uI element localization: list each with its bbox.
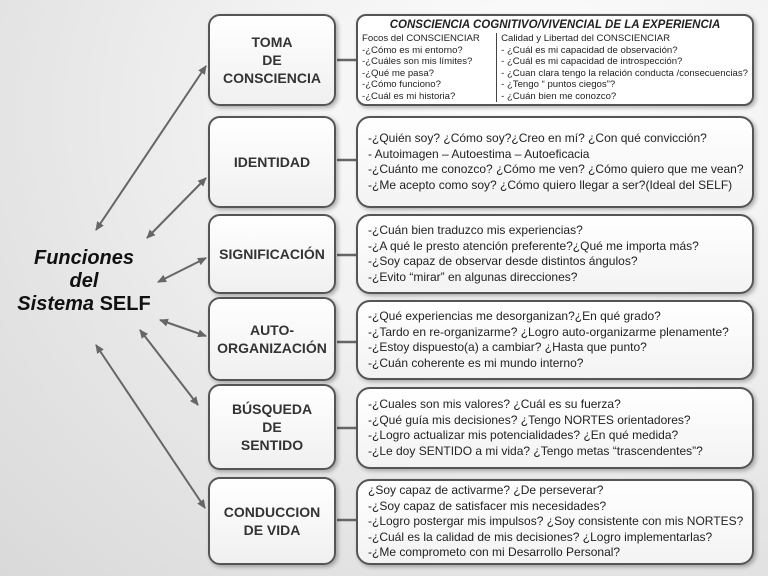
title-word-sistema: Sistema	[17, 293, 95, 315]
title-line-1: Funciones	[33, 247, 134, 269]
list-item: -¿Cómo es mi entorno?	[362, 44, 463, 56]
central-title: Funciones del Sistema SELF	[4, 247, 164, 316]
description-box-identidad: -¿Quién soy? ¿Cómo soy?¿Creo en mí? ¿Con…	[356, 116, 754, 208]
list-item: -¿Cómo funciono?	[362, 79, 441, 90]
arrow-auto-organizacion	[159, 318, 207, 338]
arrow-significacion	[157, 257, 207, 283]
description-box-busqueda-de-sentido: -¿Cuales son mis valores? ¿Cuál es su fu…	[356, 387, 754, 469]
list-item: - ¿Cuál es mi capacidad de introspección…	[501, 56, 683, 67]
description-box-conduccion-de-vida: ¿Soy capaz de activarme? ¿De perseverar?…	[356, 479, 754, 565]
question-line: -¿Me acepto como soy? ¿Cómo quiero llega…	[368, 177, 733, 192]
list-item: -¿Cuál es mi historia?	[362, 90, 456, 102]
question-line: -¿Cuán coherente es mi mundo interno?	[368, 355, 584, 370]
function-box-identidad: IDENTIDAD	[208, 116, 336, 208]
description-header: CONSCIENCIA COGNITIVO/VIVENCIAL DE LA EX…	[389, 19, 721, 31]
title-line-3: Sistema SELF	[4, 293, 164, 316]
question-line: -¿Le doy SENTIDO a mi vida? ¿Tengo metas…	[368, 443, 703, 458]
list-item: - ¿Cuál es mi capacidad de observación?	[501, 44, 678, 56]
question-line: -¿Soy capaz de observar desde distintos …	[368, 254, 638, 268]
function-label: BÚSQUEDA DE SENTIDO	[231, 401, 313, 453]
list-item: - ¿Tengo “ puntos ciegos”?	[501, 79, 616, 90]
question-line: -¿Cuán bien traduzco mis experiencias?	[368, 223, 583, 237]
arrow-busqueda-de-sentido	[139, 329, 199, 406]
description-box-significacion: -¿Cuán bien traduzco mis experiencias? -…	[356, 214, 754, 294]
question-line: -¿Me comprometo con mi Desarrollo Person…	[368, 545, 621, 560]
list-item: - ¿Cuán bien me conozco?	[501, 90, 617, 102]
list-item: -¿Cuáles son mis límites?	[362, 56, 473, 67]
question-line: - Autoimagen – Autoestima – Autoeficacia	[368, 146, 590, 161]
function-label: TOMA DE CONSCIENCIA	[222, 34, 321, 86]
function-box-toma-de-consciencia: TOMA DE CONSCIENCIA	[208, 14, 336, 106]
question-line: -¿Logro postergar mis impulsos? ¿Soy con…	[368, 514, 744, 529]
question-line: ¿Soy capaz de activarme? ¿De perseverar?	[368, 483, 604, 498]
function-box-significacion: SIGNIFICACIÓN	[208, 214, 336, 294]
column-title: Calidad y Libertad del CONSCIENCIAR	[501, 33, 671, 44]
question-line: -¿A qué le presto atención preferente?¿Q…	[368, 238, 699, 253]
question-line: -¿Cuánto me conozco? ¿Cómo me ven? ¿Cómo…	[368, 162, 744, 176]
question-line: -¿Quién soy? ¿Cómo soy?¿Creo en mí? ¿Con…	[368, 131, 707, 145]
question-line: -¿Qué experiencias me desorganizan?¿En q…	[368, 309, 661, 323]
calidad-column: Calidad y Libertad del CONSCIENCIAR - ¿C…	[497, 33, 748, 102]
function-label: SIGNIFICACIÓN	[219, 246, 325, 262]
description-box-toma-de-consciencia: CONSCIENCIA COGNITIVO/VIVENCIAL DE LA EX…	[356, 14, 754, 106]
function-label: CONDUCCION DE VIDA	[223, 504, 321, 538]
list-item: - ¿Cuan clara tengo la relación conducta…	[501, 67, 748, 79]
question-line: -¿Cuales son mis valores? ¿Cuál es su fu…	[368, 397, 621, 411]
arrow-conduccion-de-vida	[95, 344, 206, 509]
question-line: -¿Qué guía mis decisiones? ¿Tengo NORTES…	[368, 412, 691, 427]
description-columns: Focos del CONSCIENCIAR -¿Cómo es mi ento…	[362, 33, 748, 102]
column-title: Focos del CONSCIENCIAR	[362, 33, 480, 44]
question-line: -¿Cuál es la calidad de mis decisiones? …	[368, 529, 713, 544]
title-line-2: del	[69, 270, 99, 292]
question-line: -¿Logro actualizar mis potencialidades? …	[368, 428, 679, 442]
function-box-busqueda-de-sentido: BÚSQUEDA DE SENTIDO	[208, 384, 336, 470]
question-line: -¿Soy capaz de satisfacer mis necesidade…	[368, 498, 607, 513]
list-item: -¿Qué me pasa?	[362, 67, 434, 79]
function-box-conduccion-de-vida: CONDUCCION DE VIDA	[208, 477, 336, 565]
function-box-auto-organizacion: AUTO- ORGANIZACIÓN	[208, 297, 336, 381]
question-line: -¿Evito “mirar” en algunas direcciones?	[368, 269, 578, 284]
arrow-toma-de-consciencia	[95, 65, 207, 231]
function-label: IDENTIDAD	[233, 154, 311, 170]
arrow-identidad	[146, 177, 207, 239]
description-box-auto-organizacion: -¿Qué experiencias me desorganizan?¿En q…	[356, 300, 754, 380]
question-line: -¿Estoy dispuesto(a) a cambiar? ¿Hasta q…	[368, 340, 647, 354]
focos-column: Focos del CONSCIENCIAR -¿Cómo es mi ento…	[362, 33, 498, 102]
function-label: AUTO- ORGANIZACIÓN	[217, 322, 327, 356]
question-line: -¿Tardo en re-organizarme? ¿Logro auto-o…	[368, 324, 729, 339]
title-word-self: SELF	[99, 293, 151, 315]
